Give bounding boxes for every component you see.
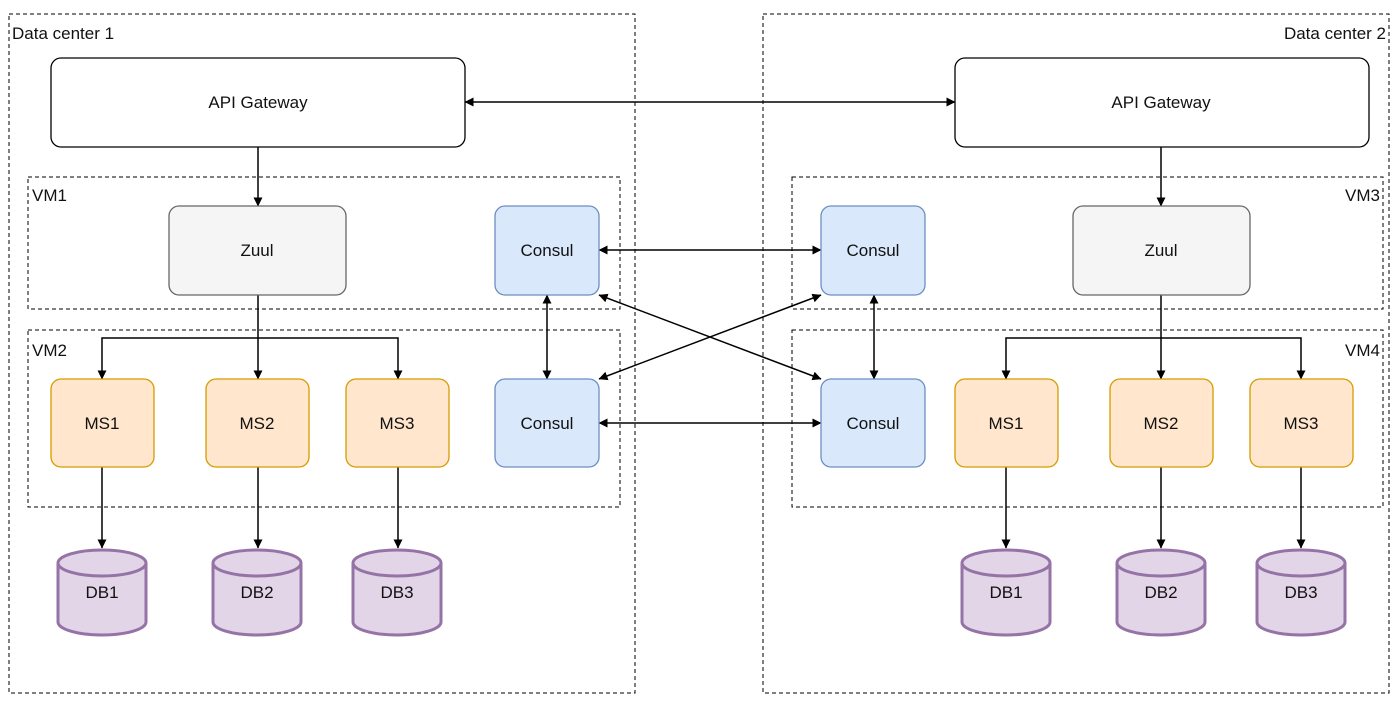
datacenter-1: Data center 1 <box>8 13 636 694</box>
dc1-consul-bottom-label: Consul <box>521 414 574 433</box>
dc1-ms1-label: MS1 <box>85 414 120 433</box>
vm3-container: VM3 <box>791 176 1384 310</box>
dc2-db2-cylinder: DB2 <box>1115 548 1207 637</box>
dc1-consul-bottom: Consul <box>494 378 600 468</box>
datacenter-1-label: Data center 1 <box>12 24 114 43</box>
vm1-container: VM1 <box>27 176 621 310</box>
dc1-db3-label: DB3 <box>380 583 413 602</box>
dc2-ms2: MS2 <box>1109 378 1214 468</box>
dc2-db2-label: DB2 <box>1144 583 1177 602</box>
dc1-ms3: MS3 <box>345 378 450 468</box>
dc2-api-gateway: API Gateway <box>954 57 1370 148</box>
dc2-ms1: MS1 <box>954 378 1059 468</box>
dc2-ms3: MS3 <box>1249 378 1354 468</box>
dc2-ms1-label: MS1 <box>989 414 1024 433</box>
connectors <box>97 97 1306 549</box>
dc1-db1-cylinder: DB1 <box>56 548 148 637</box>
dc1-db2-cylinder: DB2 <box>211 548 303 637</box>
dc2-ms2-label: MS2 <box>1144 414 1179 433</box>
dc2-zuul-to-ms3 <box>1161 337 1306 380</box>
vm4-container: VM4 <box>791 329 1384 508</box>
dc2-consul-bottom: Consul <box>820 378 926 468</box>
dc2-consul-top: Consul <box>820 205 926 296</box>
dc2-zuul: Zuul <box>1072 205 1251 296</box>
datacenter-2-label: Data center 2 <box>1284 24 1386 43</box>
dc2-zuul-label: Zuul <box>1144 241 1177 260</box>
dc2-ms3-label: MS3 <box>1284 414 1319 433</box>
consul-cross-2 <box>598 293 822 381</box>
dc1-db3-cylinder: DB3 <box>351 548 443 637</box>
dc1-ms1: MS1 <box>50 378 155 468</box>
dc2-db1-label: DB1 <box>989 583 1022 602</box>
dc2-db3-cylinder: DB3 <box>1255 548 1347 637</box>
dc1-db2-label: DB2 <box>240 583 273 602</box>
dc1-api-gateway: API Gateway <box>50 57 466 148</box>
dc1-zuul-to-ms1 <box>97 337 258 380</box>
dc1-consul-top-label: Consul <box>521 241 574 260</box>
dc2-consul-top-label: Consul <box>847 241 900 260</box>
dc1-ms3-label: MS3 <box>380 414 415 433</box>
dc2-consul-bottom-label: Consul <box>847 414 900 433</box>
vm1-label: VM1 <box>32 186 67 205</box>
dc1-ms2-label: MS2 <box>240 414 275 433</box>
dc2-api-gateway-label: API Gateway <box>1111 93 1211 112</box>
dc2-db1-cylinder: DB1 <box>960 548 1052 637</box>
vm4-label: VM4 <box>1345 341 1380 360</box>
dc1-consul-top: Consul <box>494 205 600 296</box>
dc1-api-gateway-label: API Gateway <box>208 93 308 112</box>
dc2-zuul-to-ms1 <box>1001 337 1161 380</box>
dc1-ms2: MS2 <box>205 378 310 468</box>
dc1-db1-label: DB1 <box>85 583 118 602</box>
vm2-label: VM2 <box>32 341 67 360</box>
dc1-zuul-to-ms3 <box>258 337 403 380</box>
vm3-label: VM3 <box>1345 186 1380 205</box>
dc1-zuul: Zuul <box>168 205 347 296</box>
dc1-zuul-label: Zuul <box>240 241 273 260</box>
dc2-db3-label: DB3 <box>1284 583 1317 602</box>
